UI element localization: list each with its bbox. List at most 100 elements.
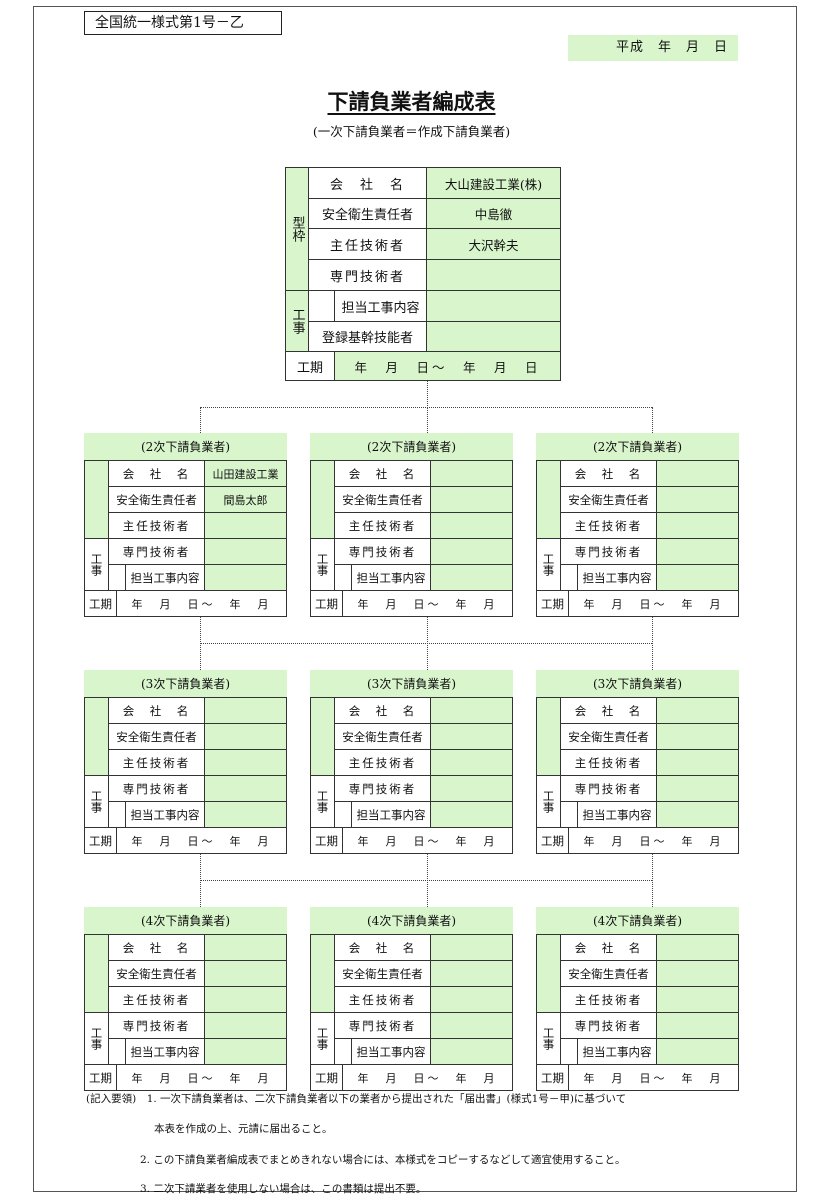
side-blank-cell [310, 934, 335, 1013]
company-field[interactable] [656, 934, 739, 961]
note-line: 3. 二次下請業者を使用しない場合は、この書類は提出不要。 [140, 1183, 427, 1195]
period-label: 工期 [536, 590, 569, 617]
period-field[interactable]: 年 月 日～ 年 月 日 [334, 351, 561, 381]
period-field[interactable]: 年 月 日～ 年 月 [116, 1064, 287, 1091]
specialist-engineer-label: 専門技術者 [560, 538, 657, 565]
company-field[interactable] [430, 460, 513, 487]
safety-manager-field[interactable] [656, 723, 739, 750]
chief-engineer-label: 主任技術者 [308, 228, 427, 260]
safety-manager-field[interactable] [430, 723, 513, 750]
company-field[interactable] [430, 697, 513, 724]
chief-engineer-field[interactable] [656, 986, 739, 1013]
side-blank-cell [536, 697, 561, 776]
safety-manager-field[interactable]: 中島徹 [426, 198, 561, 229]
specialist-engineer-field[interactable] [204, 538, 287, 565]
specialist-engineer-field[interactable] [204, 775, 287, 802]
form-id-label: 全国統一様式第1号－乙 [84, 11, 282, 35]
work-content-field[interactable] [204, 801, 287, 828]
safety-manager-field[interactable] [656, 960, 739, 987]
chief-engineer-field[interactable] [656, 512, 739, 539]
work-content-field[interactable] [656, 1038, 739, 1065]
specialist-engineer-field[interactable] [430, 775, 513, 802]
specialist-engineer-field[interactable] [656, 538, 739, 565]
specialist-engineer-label: 専門技術者 [334, 775, 431, 802]
side-label-work: 工事 [536, 538, 561, 591]
period-field[interactable]: 年 月 日～ 年 月 [568, 827, 739, 854]
specialist-engineer-label: 専門技術者 [334, 1012, 431, 1039]
specialist-engineer-field[interactable] [656, 775, 739, 802]
chief-engineer-field[interactable] [430, 749, 513, 776]
specialist-engineer-field[interactable] [426, 259, 561, 291]
work-content-field[interactable] [430, 564, 513, 591]
work-indent-cell [334, 1038, 352, 1065]
period-field[interactable]: 年 月 日～ 年 月 [116, 827, 287, 854]
company-field[interactable] [204, 934, 287, 961]
period-label: 工期 [310, 1064, 343, 1091]
company-field[interactable] [656, 460, 739, 487]
chief-engineer-field[interactable] [204, 986, 287, 1013]
work-content-field[interactable] [204, 564, 287, 591]
specialist-engineer-field[interactable] [656, 1012, 739, 1039]
chief-engineer-field[interactable] [204, 749, 287, 776]
work-content-label: 担当工事内容 [351, 1038, 431, 1065]
safety-manager-field[interactable] [204, 723, 287, 750]
company-field[interactable]: 山田建設工業 [204, 460, 287, 487]
chief-engineer-field[interactable] [430, 986, 513, 1013]
chief-engineer-field[interactable] [204, 512, 287, 539]
work-content-label: 担当工事内容 [577, 801, 657, 828]
chief-engineer-field[interactable] [430, 512, 513, 539]
company-field[interactable] [204, 697, 287, 724]
safety-manager-label: 安全衛生責任者 [334, 723, 431, 750]
company-field[interactable] [656, 697, 739, 724]
period-label: 工期 [536, 1064, 569, 1091]
work-content-field[interactable] [430, 801, 513, 828]
work-content-field[interactable] [656, 801, 739, 828]
safety-manager-field[interactable] [204, 960, 287, 987]
period-label: 工期 [84, 590, 117, 617]
work-content-field[interactable] [430, 1038, 513, 1065]
safety-manager-field[interactable] [656, 486, 739, 513]
connector-line [200, 407, 201, 433]
work-indent-cell [560, 564, 578, 591]
side-blank-cell [84, 460, 109, 539]
period-field[interactable]: 年 月 日～ 年 月 [568, 1064, 739, 1091]
safety-manager-field[interactable]: 間島太郎 [204, 486, 287, 513]
chief-engineer-field[interactable] [656, 749, 739, 776]
safety-manager-field[interactable] [430, 960, 513, 987]
period-field[interactable]: 年 月 日～ 年 月 [116, 590, 287, 617]
chief-engineer-label: 主任技術者 [560, 986, 657, 1013]
safety-manager-label: 安全衛生責任者 [108, 960, 205, 987]
safety-manager-label: 安全衛生責任者 [560, 486, 657, 513]
specialist-engineer-label: 専門技術者 [108, 538, 205, 565]
work-content-label: 担当工事内容 [351, 801, 431, 828]
period-field[interactable]: 年 月 日～ 年 月 [568, 590, 739, 617]
connector-line [200, 407, 652, 408]
connector-line [427, 381, 428, 408]
period-field[interactable]: 年 月 日～ 年 月 [342, 1064, 513, 1091]
company-value-field[interactable]: 大山建設工業(株) [426, 167, 561, 199]
specialist-engineer-field[interactable] [430, 1012, 513, 1039]
work-content-field[interactable] [656, 564, 739, 591]
work-indent-cell [308, 290, 335, 322]
page-title-text: 下請負業者編成表 [327, 89, 496, 114]
safety-manager-field[interactable] [430, 486, 513, 513]
period-field[interactable]: 年 月 日～ 年 月 [342, 827, 513, 854]
subcontractor-header: (4次下請負業者) [536, 907, 739, 934]
period-field[interactable]: 年 月 日～ 年 月 [342, 590, 513, 617]
subcontractor-header: (4次下請負業者) [310, 907, 513, 934]
skilled-worker-field[interactable] [426, 321, 561, 352]
page-border [33, 6, 797, 1192]
period-label: 工期 [310, 827, 343, 854]
subcontractor-header: (2次下請負業者) [84, 433, 287, 460]
date-field[interactable]: 平成 年 月 日 [568, 35, 738, 61]
side-label-work: 工事 [310, 1012, 335, 1065]
chief-engineer-field[interactable]: 大沢幹夫 [426, 228, 561, 260]
specialist-engineer-label: 専門技術者 [560, 1012, 657, 1039]
work-content-field[interactable] [204, 1038, 287, 1065]
work-content-field[interactable] [426, 290, 561, 322]
specialist-engineer-field[interactable] [430, 538, 513, 565]
company-field[interactable] [430, 934, 513, 961]
side-label-work: 工事 [310, 775, 335, 828]
side-label-work: 工事 [84, 538, 109, 591]
specialist-engineer-field[interactable] [204, 1012, 287, 1039]
